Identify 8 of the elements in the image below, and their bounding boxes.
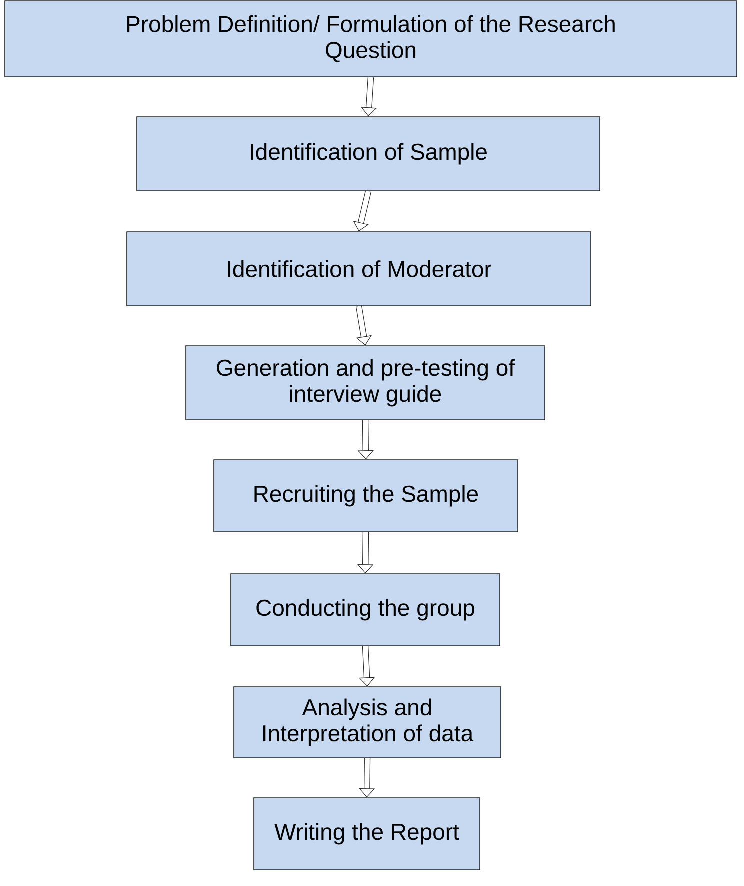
process-box: Generation and pre-testing of interview guide	[186, 346, 546, 420]
process-box: Identification of Moderator	[126, 232, 592, 306]
process-box: Conducting the group	[230, 574, 500, 646]
process-box: Analysis and Interpretation of data	[234, 686, 502, 758]
process-box: Recruiting the Sample	[214, 460, 518, 532]
process-box: Identification of Sample	[136, 116, 600, 192]
process-box: Problem Definition/ Formulation of the Research Question	[4, 0, 738, 78]
process-box: Writing the Report	[254, 798, 480, 870]
